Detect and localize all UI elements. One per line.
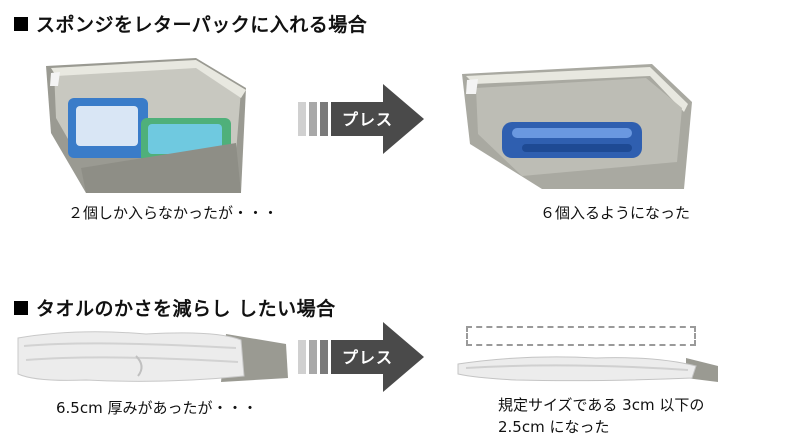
press-arrow-2 (298, 322, 424, 392)
before-caption-2: 6.5cm 厚みがあったが・・・ (56, 399, 258, 417)
bag-after-photo (462, 64, 692, 189)
section1-heading: スポンジをレターパックに入れる場合 (14, 10, 367, 37)
section2-heading-text: タオルのかさを減らし したい場合 (36, 298, 336, 320)
towel-after-photo (457, 356, 718, 382)
press-arrow-1 (298, 84, 424, 154)
size-limit-outline (466, 326, 696, 346)
press-label-2: プレス (342, 348, 394, 367)
bullet-square-icon (14, 16, 28, 31)
bullet-square-icon (14, 300, 28, 315)
press-label-1: プレス (342, 110, 394, 129)
section2-heading: タオルのかさを減らし したい場合 (14, 294, 336, 321)
bag-before-photo (46, 58, 246, 193)
towel-before-photo (17, 331, 288, 382)
after-caption-2-line1: 規定サイズである 3cm 以下の (498, 396, 705, 414)
after-caption-2-line2: 2.5cm になった (498, 418, 610, 436)
before-caption-1: ２個しか入らなかったが・・・ (68, 204, 279, 222)
after-caption-1: ６個入るようになった (540, 204, 691, 222)
section1-heading-text: スポンジをレターパックに入れる場合 (36, 14, 368, 36)
